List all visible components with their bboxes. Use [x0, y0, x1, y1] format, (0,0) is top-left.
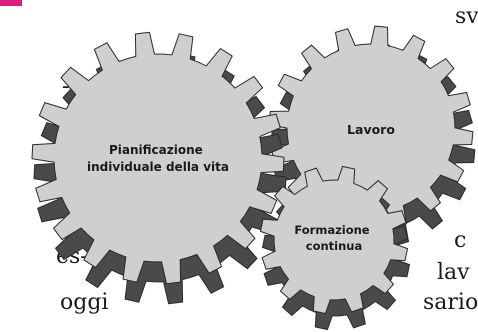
gear-planning-label: Pianificazione individuale della vita	[87, 143, 229, 174]
gear-training-label-line: continua	[306, 239, 362, 253]
text-fragment-sv: sv	[455, 4, 478, 29]
text-fragment-sario: sario	[423, 290, 478, 315]
gear-training-label: Formazione continua	[294, 223, 373, 253]
text-fragment-c: c	[454, 228, 467, 253]
text-fragment-lav: lav	[437, 260, 470, 285]
text-fragment-dash: -	[62, 74, 70, 99]
gear-work-label-line: Lavoro	[347, 122, 395, 137]
gear-work-label: Lavoro	[347, 122, 395, 137]
gear-planning-label-line: Pianificazione	[109, 143, 203, 157]
accent-mark	[0, 0, 22, 6]
gear-training-face	[259, 165, 409, 315]
text-fragment-oggi: oggi	[60, 290, 109, 315]
gear-training-label-line: Formazione	[294, 223, 369, 237]
gear-planning-face	[31, 31, 285, 285]
gear-planning: Pianificazione individuale della vita	[31, 31, 287, 305]
gear-training: Formazione continua	[259, 165, 411, 331]
gear-planning-label-line: individuale della vita	[87, 160, 229, 174]
